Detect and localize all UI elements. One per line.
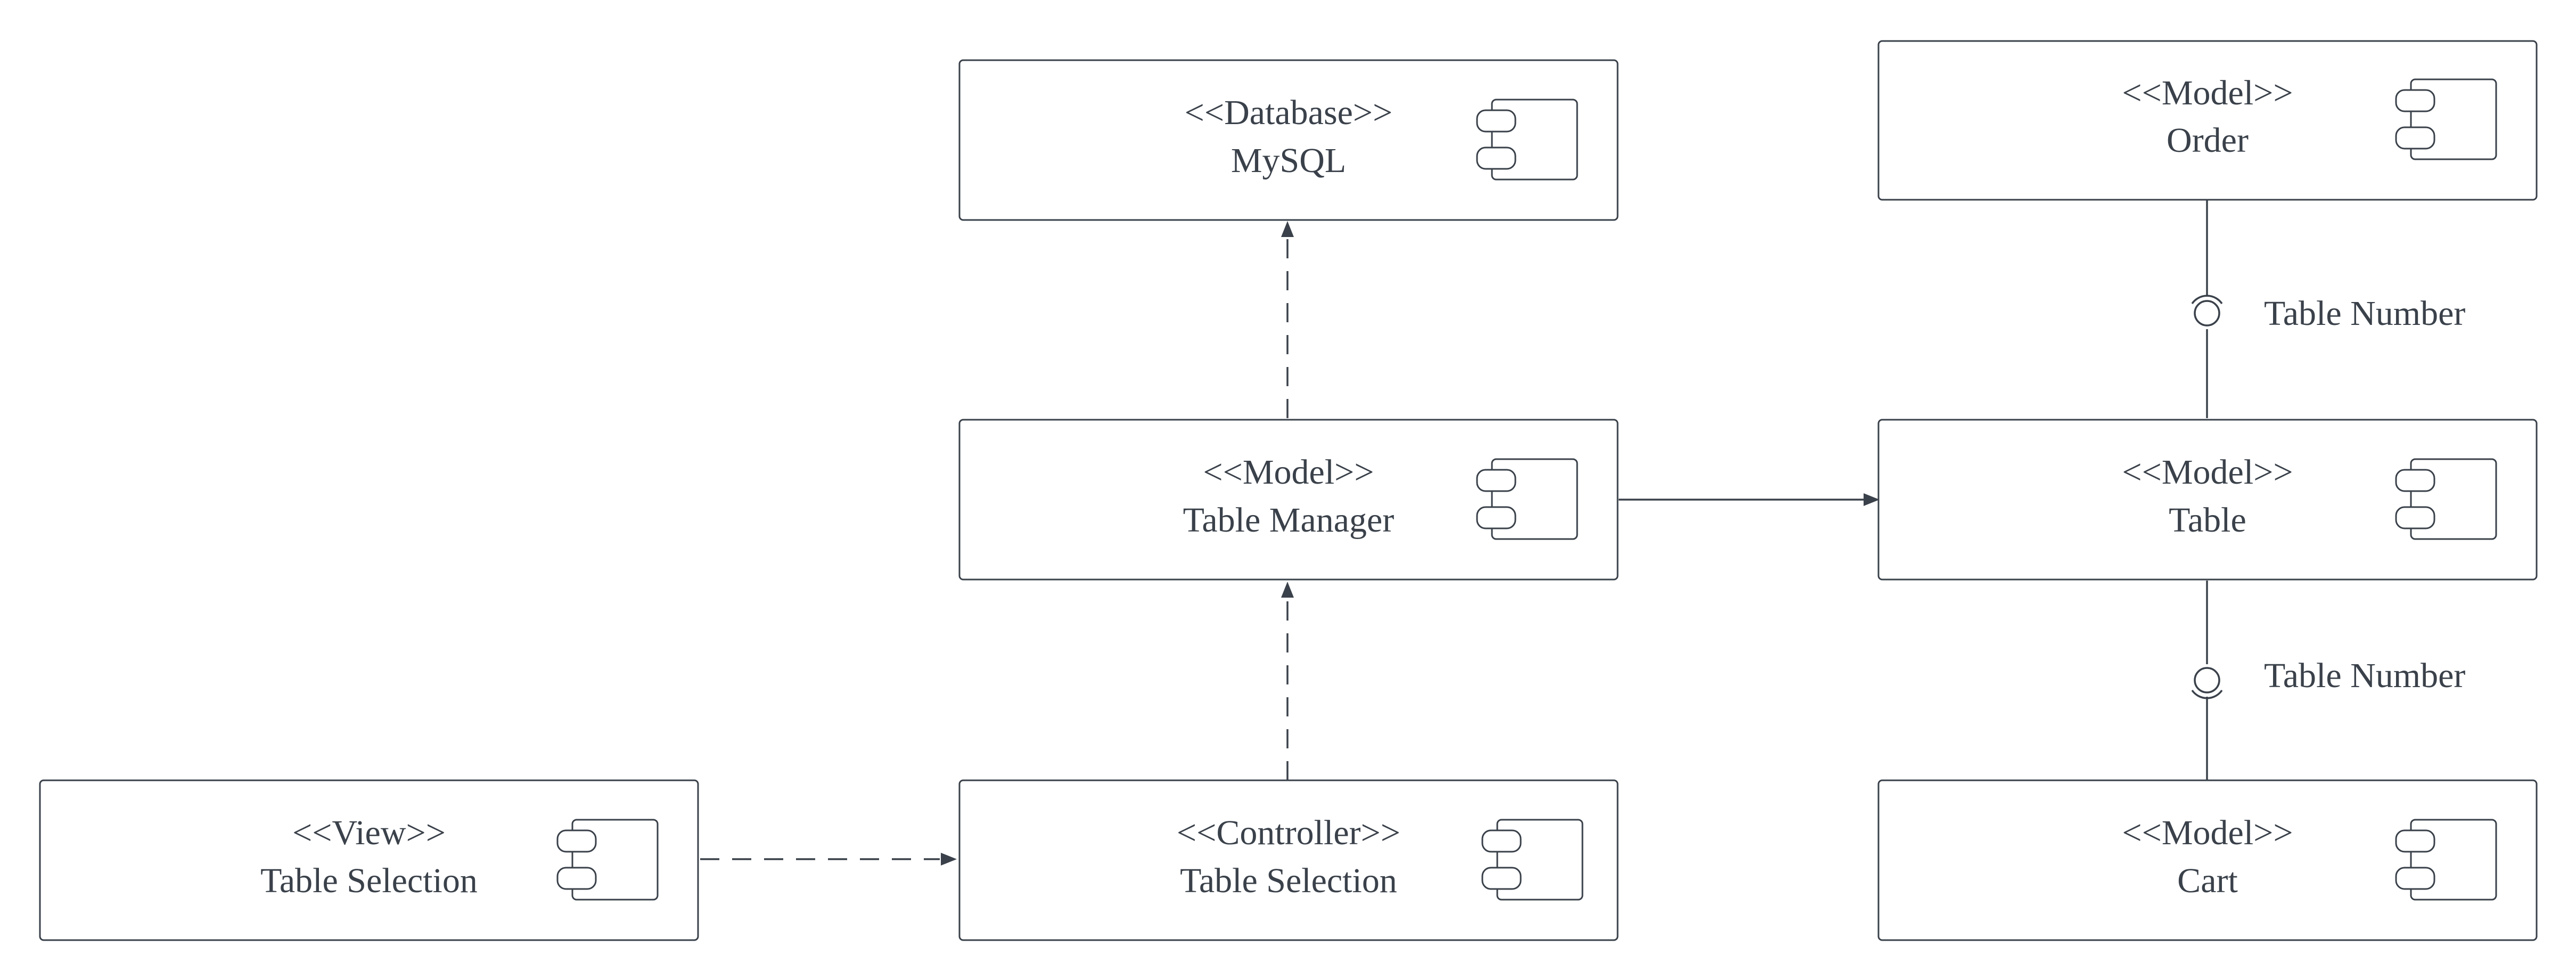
provided-interface-lollipop [2194,300,2220,327]
interface-label-upper: Table Number [2264,294,2465,333]
component-box [958,59,1619,221]
component-stereotype: <<Database>> [1185,93,1393,132]
component-box [958,779,1619,941]
component-stereotype: <<Model>> [2122,813,2293,852]
component-stereotype: <<View>> [292,813,446,852]
arrowhead-to-controller [941,853,957,866]
component-table-manager[interactable]: <<Model>> Table Manager [958,419,1619,581]
component-name: Order [2167,121,2249,160]
component-order[interactable]: <<Model>> Order [1877,40,2538,201]
component-stereotype: <<Model>> [2122,74,2293,112]
component-table[interactable]: <<Model>> Table [1877,419,2538,581]
arrowhead-to-mysql [1281,221,1294,237]
connections [700,221,1880,866]
component-box [39,779,699,941]
component-stereotype: <<Model>> [2122,453,2293,492]
component-controller-table-selection[interactable]: <<Controller>> Table Selection [958,779,1619,941]
component-stereotype: <<Controller>> [1177,813,1400,852]
component-box [1877,779,2538,941]
component-icon [2395,819,2497,901]
component-icon [2395,78,2497,160]
component-box [1877,419,2538,581]
component-icon [1476,458,1578,540]
interface-label-lower: Table Number [2264,656,2465,695]
required-interface-socket [2191,689,2223,699]
component-name: Table [2169,501,2246,540]
component-view-table-selection[interactable]: <<View>> Table Selection [39,779,699,941]
component-icon [1476,99,1578,181]
component-box [1877,40,2538,201]
component-name: Cart [2177,861,2238,900]
arrowhead-to-table [1864,493,1880,506]
component-icon [2395,458,2497,540]
component-box [958,419,1619,581]
component-name: Table Selection [260,861,478,900]
arrowhead-to-tablemanager [1281,582,1294,598]
interface-table-cart: Table Number [2191,581,2465,780]
component-icon [556,819,659,901]
required-interface-socket [2191,295,2223,305]
component-mysql[interactable]: <<Database>> MySQL [958,59,1619,221]
component-cart[interactable]: <<Model>> Cart [1877,779,2538,941]
interface-order-table: Table Number [2191,200,2465,418]
component-name: Table Manager [1183,501,1394,540]
component-name: MySQL [1231,141,1346,180]
component-name: Table Selection [1180,861,1397,900]
component-stereotype: <<Model>> [1203,453,1374,492]
component-icon [1481,819,1584,901]
provided-interface-lollipop [2194,667,2220,694]
